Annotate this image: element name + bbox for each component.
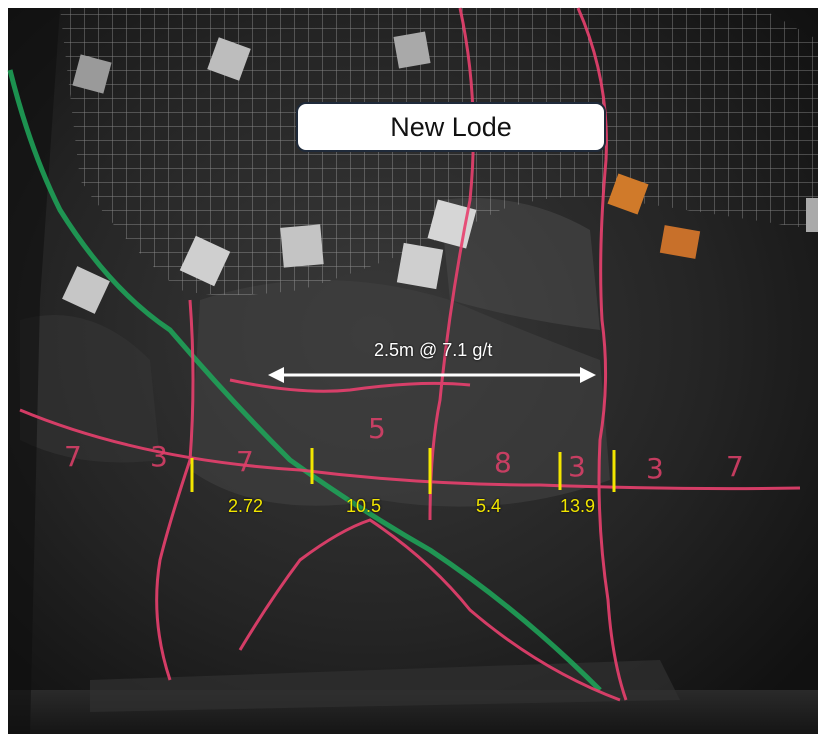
lode-title: New Lode — [390, 111, 512, 142]
green-structure-line — [7, 69, 602, 692]
assay-value: 5.4 — [476, 496, 502, 516]
intercept-label: 2.5m @ 7.1 g/t — [374, 340, 493, 360]
assay-value: 13.9 — [560, 496, 596, 516]
lode-boundaries — [19, 7, 801, 702]
painted-mark: 3 — [646, 452, 664, 485]
painted-mark: 8 — [494, 446, 512, 479]
rock-highlight-right — [440, 198, 600, 330]
painted-mark: 7 — [236, 445, 254, 478]
painted-mark: 3 — [568, 450, 586, 483]
left-rib-shadow — [8, 8, 60, 734]
painted-mark: 7 — [726, 450, 744, 483]
assay-value: 2.72 — [228, 496, 264, 516]
floor-rock — [90, 660, 680, 712]
painted-mark: 7 — [64, 440, 82, 473]
painted-mark: 3 — [150, 440, 168, 473]
rock-highlight-left — [20, 315, 160, 463]
intercept-arrow — [268, 367, 596, 383]
painted-mark: 5 — [368, 412, 386, 445]
assay-value: 10.5 — [346, 496, 382, 516]
rock-highlight-center — [190, 280, 610, 507]
sample-ticks — [190, 448, 616, 494]
lode-title-callout: New Lode — [296, 102, 606, 152]
